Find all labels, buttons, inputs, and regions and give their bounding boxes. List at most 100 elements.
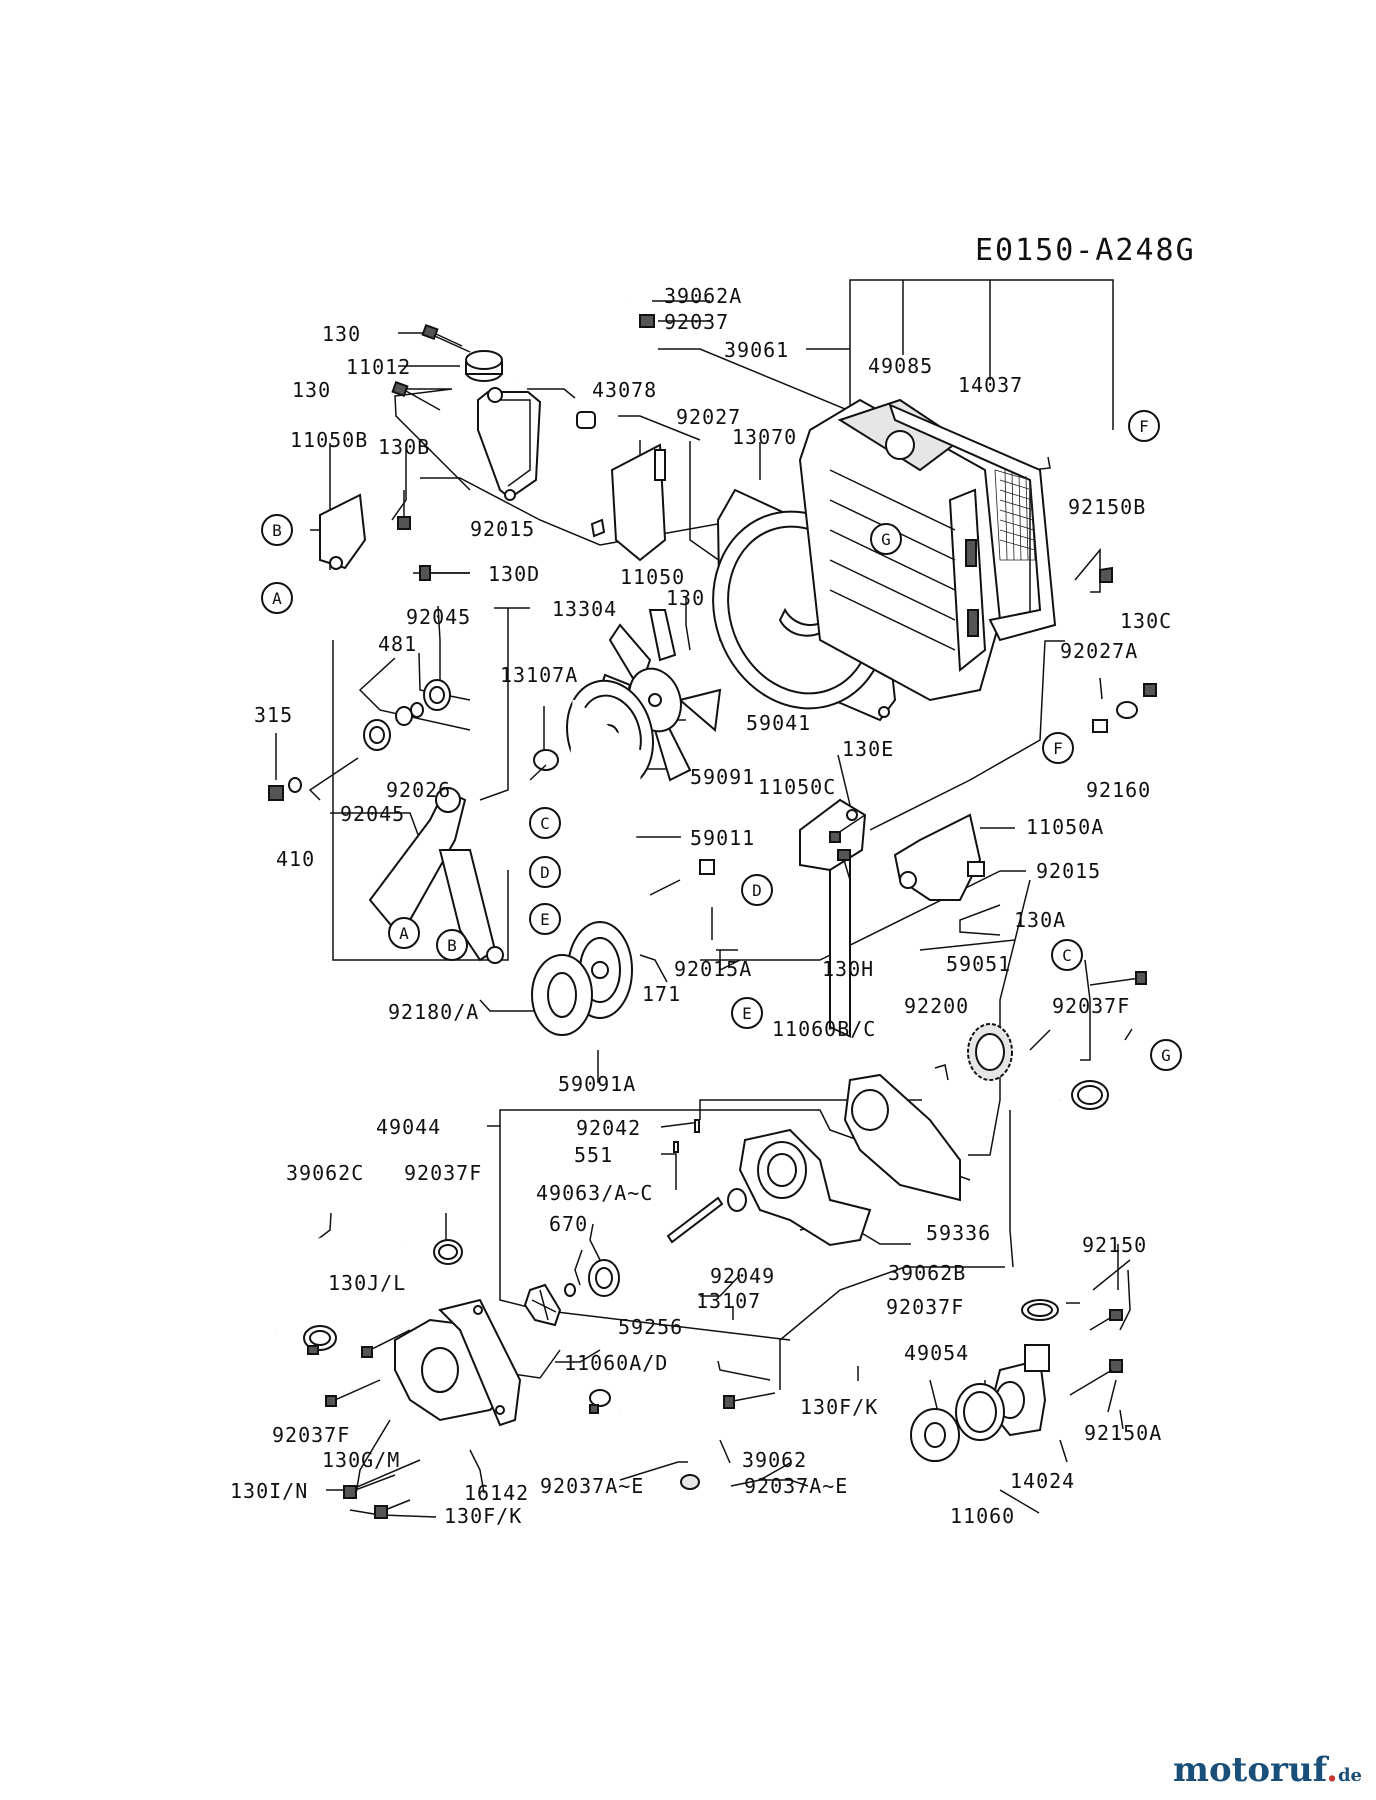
clamp-92037f-left: [433, 1239, 463, 1265]
gasket-11060: [955, 1383, 1005, 1441]
clamp-92037f-right: [1021, 1299, 1059, 1321]
callout-a-2: A: [388, 917, 420, 949]
gasket-11060ad: [438, 1298, 522, 1427]
label-410: 410: [276, 847, 315, 871]
clip-92200: [934, 1064, 949, 1081]
label-130g-m: 130G/M: [322, 1448, 400, 1472]
callout-b-1: B: [261, 514, 293, 546]
clamp-92037f-bottom: [303, 1325, 337, 1355]
label-39062a: 39062A: [664, 284, 742, 308]
label-11060a-d: 11060A/D: [564, 1351, 668, 1375]
clamp-92037f-top: [1071, 1080, 1109, 1110]
label-92027: 92027: [676, 405, 741, 429]
label-13070: 13070: [732, 425, 797, 449]
seal-49063: [588, 1259, 620, 1297]
hose-39062a: [509, 293, 631, 385]
label-92037f-d: 92037F: [272, 1423, 350, 1447]
reservoir-tank: [477, 387, 542, 501]
callout-e-2: E: [731, 997, 763, 1029]
callout-d-2: D: [741, 874, 773, 906]
bolt-130i-n: [343, 1474, 396, 1499]
label-130a-right: 130A: [1014, 908, 1066, 932]
label-59336: 59336: [926, 1221, 991, 1245]
diagram-code: E0150-A248G: [975, 233, 1196, 268]
label-92015-a: 92015: [470, 517, 535, 541]
hose-39062c: [237, 1228, 411, 1341]
label-49063: 49063/A~C: [536, 1181, 653, 1205]
shaft-13107: [666, 1196, 724, 1244]
label-39062b: 39062B: [888, 1261, 966, 1285]
label-92049: 92049: [710, 1264, 775, 1288]
label-92150: 92150: [1082, 1233, 1147, 1257]
svg-text:A: A: [272, 589, 282, 608]
label-315: 315: [254, 703, 293, 727]
label-92150a: 92150A: [1084, 1421, 1162, 1445]
svg-text:F: F: [1053, 739, 1063, 758]
pin-551: [673, 1141, 679, 1153]
label-130f-k-b: 130F/K: [444, 1504, 522, 1528]
watermark-logo: motoruf.de: [1173, 1750, 1362, 1790]
tensioner-arm: [368, 787, 504, 964]
svg-text:D: D: [752, 881, 762, 900]
radiator-cap-11012: [465, 350, 503, 382]
label-92037f-b: 92037F: [404, 1161, 482, 1185]
label-92037a-e-a: 92037A~E: [540, 1474, 644, 1498]
callout-g-1: G: [870, 523, 902, 555]
label-92015-b: 92015: [1036, 859, 1101, 883]
svg-text:F: F: [1139, 417, 1149, 436]
radiator: [798, 398, 1002, 1038]
svg-text:C: C: [540, 814, 550, 833]
callout-d-1: D: [529, 856, 561, 888]
bolt-92150b: [1099, 566, 1113, 583]
bolt-130f-k-left: [374, 1499, 411, 1519]
label-59091: 59091: [690, 765, 755, 789]
label-130h: 130H: [822, 957, 874, 981]
label-130-a: 130: [322, 322, 361, 346]
spacer-92180: [531, 954, 593, 1036]
label-11050: 11050: [620, 565, 685, 589]
label-39062: 39062: [742, 1448, 807, 1472]
label-92180a: 92180/A: [388, 1000, 479, 1024]
label-92150b: 92150B: [1068, 495, 1146, 519]
svg-text:D: D: [540, 863, 550, 882]
label-39062c: 39062C: [286, 1161, 364, 1185]
label-130-b: 130: [292, 378, 331, 402]
pump-housing-59336: [738, 1128, 872, 1247]
bolt-130-top: [421, 323, 463, 347]
bracket-11050b: [319, 490, 411, 570]
label-59041: 59041: [746, 711, 811, 735]
label-130e: 130E: [842, 737, 894, 761]
bearing-92045-b: [363, 719, 391, 751]
label-11012: 11012: [346, 355, 411, 379]
callout-c-2: C: [1051, 939, 1083, 971]
label-92042: 92042: [576, 1116, 641, 1140]
label-92037: 92037: [664, 310, 729, 334]
label-171: 171: [642, 982, 681, 1006]
label-92027a: 92027A: [1060, 639, 1138, 663]
label-130c-right: 130C: [1120, 609, 1172, 633]
bolt-130-mid: [391, 380, 441, 411]
bolt-130j-l: [361, 1329, 411, 1358]
label-13304: 13304: [552, 597, 617, 621]
label-551: 551: [574, 1143, 613, 1167]
label-14037: 14037: [958, 373, 1023, 397]
svg-text:B: B: [272, 521, 282, 540]
bracket-11050a: [893, 813, 982, 901]
label-92037a-e-b: 92037A~E: [744, 1474, 848, 1498]
svg-text:B: B: [447, 936, 457, 955]
bolt-130g-m: [325, 1379, 381, 1407]
label-92200: 92200: [904, 994, 969, 1018]
label-11050c: 11050C: [758, 775, 836, 799]
label-11060: 11060: [950, 1504, 1015, 1528]
label-130f-k-a: 130F/K: [800, 1395, 878, 1419]
svg-text:A: A: [399, 924, 409, 943]
label-59256: 59256: [618, 1315, 683, 1339]
label-11050b: 11050B: [290, 428, 368, 452]
label-481: 481: [378, 632, 417, 656]
nut-315: [268, 785, 284, 801]
label-14024: 14024: [1010, 1469, 1075, 1493]
bolt-130h: [837, 849, 851, 881]
screen-14037: [888, 403, 1057, 642]
label-92160: 92160: [1086, 778, 1151, 802]
svg-text:G: G: [1161, 1046, 1171, 1065]
